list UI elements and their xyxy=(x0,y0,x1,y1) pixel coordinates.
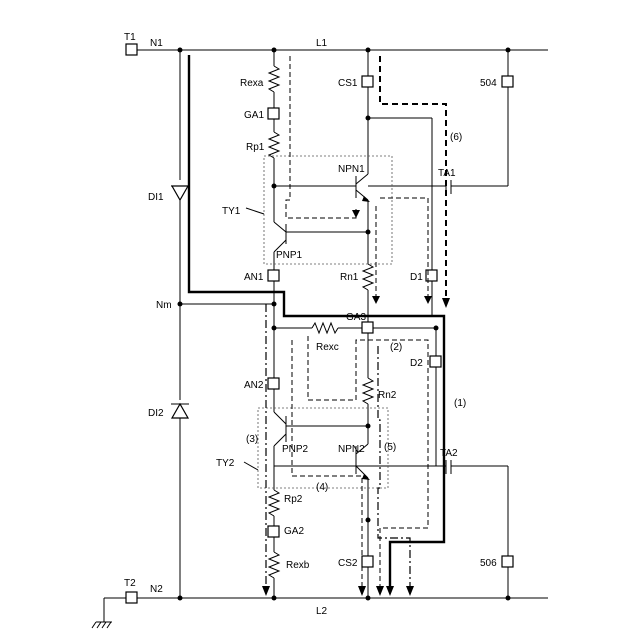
label-an2: AN2 xyxy=(244,380,264,391)
right-column xyxy=(356,48,432,601)
label-l2: L2 xyxy=(316,606,328,617)
label-rn2: Rn2 xyxy=(378,390,397,401)
label-n1: N1 xyxy=(150,38,163,49)
terminal-cs2 xyxy=(362,556,373,567)
terminal-ga3 xyxy=(362,322,373,333)
label-rexb: Rexb xyxy=(286,560,310,571)
label-rp1: Rp1 xyxy=(246,142,265,153)
label-an1: AN1 xyxy=(244,272,264,283)
label-path-2: (2) xyxy=(390,342,402,353)
label-path-5: (5) xyxy=(384,442,396,453)
label-nm: Nm xyxy=(156,300,172,311)
diode-di2 xyxy=(172,404,188,418)
terminal-ga2 xyxy=(268,526,279,537)
label-path-3: (3) xyxy=(246,434,258,445)
label-ga2: GA2 xyxy=(284,526,304,537)
label-path-1: (1) xyxy=(454,398,466,409)
label-ga1: GA1 xyxy=(244,110,264,121)
terminal-an1 xyxy=(268,270,279,281)
path-6 xyxy=(380,56,446,304)
label-path-4: (4) xyxy=(316,482,328,493)
left-column xyxy=(268,50,286,601)
label-rp2: Rp2 xyxy=(284,494,303,505)
terminal-t1 xyxy=(126,44,137,55)
path-ty1-b xyxy=(380,198,428,300)
label-d1: D1 xyxy=(410,272,423,283)
label-t1: T1 xyxy=(124,32,136,43)
label-di1: DI1 xyxy=(148,192,164,203)
path-5 xyxy=(378,346,410,592)
ty1-box xyxy=(264,156,392,264)
label-path-6: (6) xyxy=(450,132,462,143)
label-ty1: TY1 xyxy=(222,206,241,217)
label-npn2: NPN2 xyxy=(338,444,365,455)
terminal-cs1 xyxy=(362,76,373,87)
bold-path-1 xyxy=(189,55,444,592)
label-n2: N2 xyxy=(150,584,163,595)
diode-column xyxy=(171,50,274,598)
label-cs2: CS2 xyxy=(338,558,358,569)
terminal-504 xyxy=(502,76,513,87)
terminal-t2 xyxy=(126,592,137,603)
label-pnp1: PNP1 xyxy=(276,250,303,261)
label-504: 504 xyxy=(480,78,497,89)
terminal-506 xyxy=(502,556,513,567)
capacitor-ta2 xyxy=(444,460,513,601)
label-ty2: TY2 xyxy=(216,458,235,469)
ga3-row xyxy=(272,323,439,356)
label-di2: DI2 xyxy=(148,408,164,419)
label-rexc: Rexc xyxy=(316,342,339,353)
label-ta1: TA1 xyxy=(438,168,456,179)
terminal-ga1 xyxy=(268,108,279,119)
label-ga3: GA3 xyxy=(346,312,366,323)
label-rn1: Rn1 xyxy=(340,272,359,283)
label-l1: L1 xyxy=(316,38,328,49)
diode-di1 xyxy=(172,186,188,200)
ground-symbol xyxy=(92,598,126,628)
label-ta2: TA2 xyxy=(440,448,458,459)
label-506: 506 xyxy=(480,558,497,569)
label-npn1: NPN1 xyxy=(338,164,365,175)
label-rexa: Rexa xyxy=(240,78,264,89)
label-t2: T2 xyxy=(124,578,136,589)
label-d2: D2 xyxy=(410,358,423,369)
label-cs1: CS1 xyxy=(338,78,358,89)
label-pnp2: PNP2 xyxy=(282,444,309,455)
terminal-an2 xyxy=(268,378,279,389)
